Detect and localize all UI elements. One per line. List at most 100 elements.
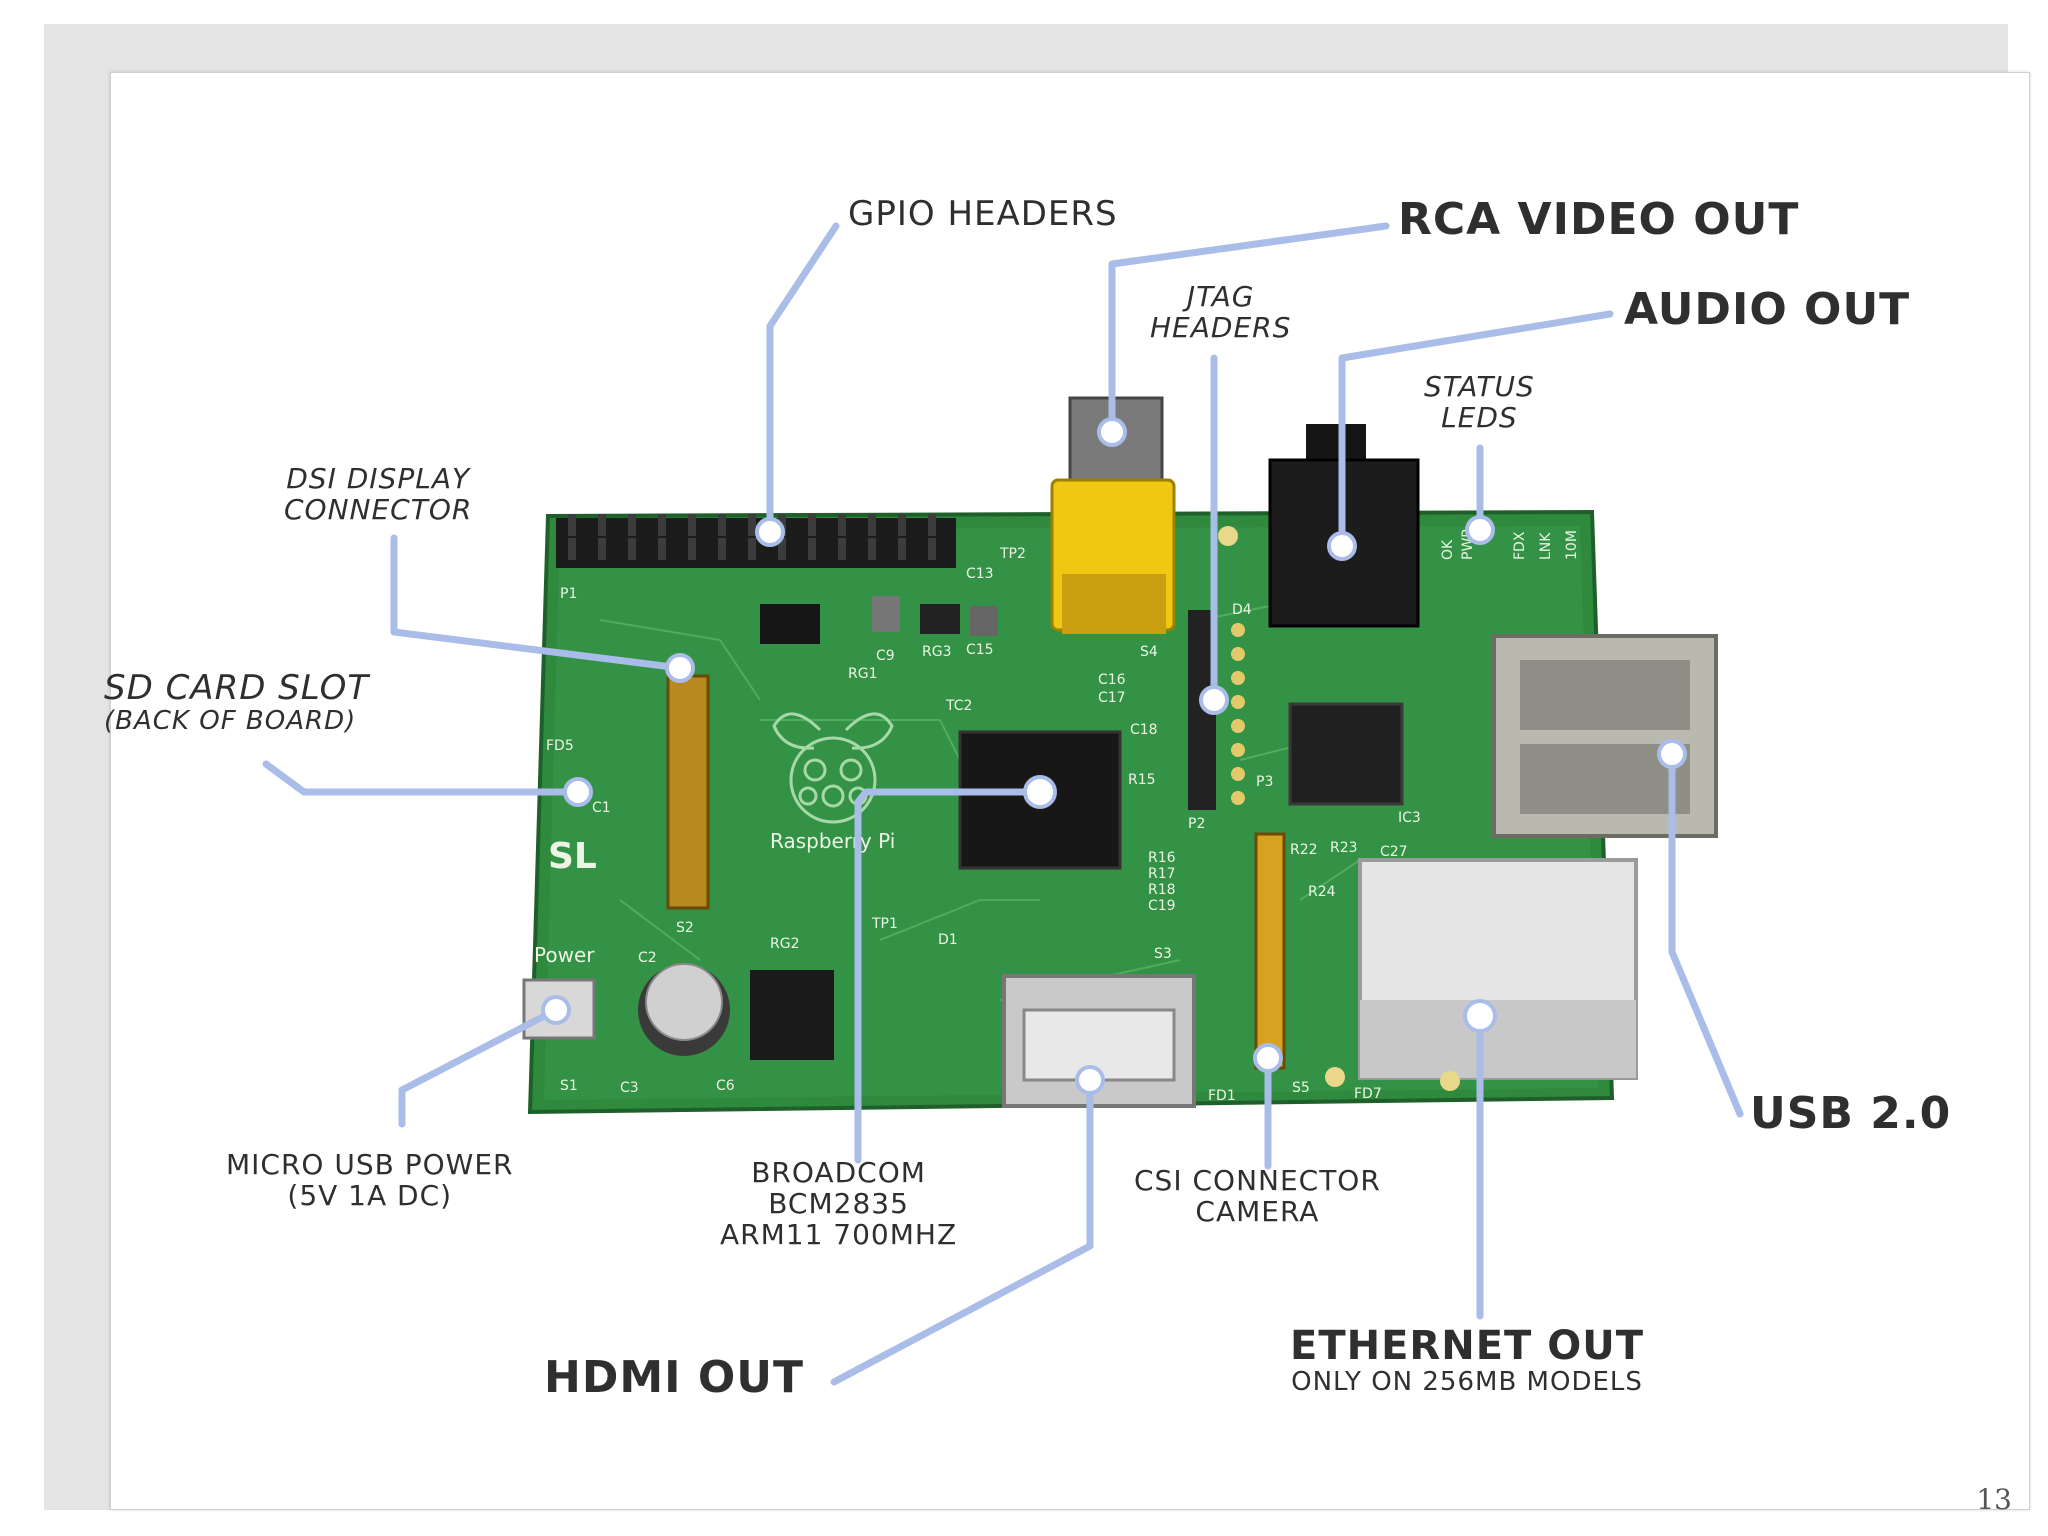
silk-r15: R15 <box>1128 772 1156 788</box>
gpio-pin <box>748 538 756 560</box>
rca-jack-base <box>1062 574 1166 634</box>
regulator-rg2 <box>750 970 834 1060</box>
silk-p1: P1 <box>560 586 577 602</box>
silk-sl-logo: SL <box>548 836 597 877</box>
gpio-pin <box>868 514 876 536</box>
gpio-pins <box>568 514 936 560</box>
status-anchor-dot <box>1465 515 1495 545</box>
gpio-pin <box>928 538 936 560</box>
silk-c6: C6 <box>716 1078 735 1094</box>
audio-anchor-dot <box>1327 531 1357 561</box>
gpio-pin <box>568 514 576 536</box>
silk-p3: P3 <box>1256 774 1273 790</box>
label-micro-usb-line2: (5V 1A DC) <box>287 1178 453 1212</box>
silk-r16: R16 <box>1148 850 1176 866</box>
silk-c13: C13 <box>966 566 994 582</box>
jtag-pad <box>1231 743 1245 757</box>
rca-anchor-dot <box>1097 417 1127 447</box>
label-micro-usb-power: MICRO USB POWER (5V 1A DC) <box>226 1148 514 1212</box>
usb-slot-top <box>1520 660 1690 730</box>
page-number: 13 <box>1976 1483 2012 1516</box>
gpio-header <box>556 514 956 568</box>
audio-leader-line <box>1338 310 1614 550</box>
label-sd-line1: SD CARD SLOT <box>104 668 370 708</box>
gpio-pin <box>838 538 846 560</box>
silk-rg1: RG1 <box>848 666 877 682</box>
silk-s4: S4 <box>1140 644 1158 660</box>
micro-usb-leader-line <box>398 1006 560 1128</box>
silk-p2: P2 <box>1188 816 1205 832</box>
anchor-dots <box>541 417 1687 1095</box>
component-rg3 <box>920 604 960 634</box>
silk-fd5: FD5 <box>546 738 574 754</box>
silk-fd1: FD1 <box>1208 1088 1236 1104</box>
silk-c9: C9 <box>876 648 895 664</box>
hdmi-anchor-dot <box>1075 1065 1105 1095</box>
gpio-pin <box>658 538 666 560</box>
jtag-pad <box>1231 671 1245 685</box>
silk-tc2: TC2 <box>945 698 972 714</box>
label-csi-line1: CSI CONNECTOR <box>1134 1164 1381 1197</box>
label-rca-video-out: RCA VIDEO OUT <box>1398 194 1800 245</box>
gpio-pin <box>748 514 756 536</box>
label-micro-usb-line1: MICRO USB POWER <box>226 1148 514 1181</box>
silk-s1: S1 <box>560 1078 578 1094</box>
silk-c27: C27 <box>1380 844 1408 860</box>
gpio-pin <box>628 538 636 560</box>
gpio-pin <box>808 538 816 560</box>
silk-r18: R18 <box>1148 882 1176 898</box>
ethernet-controller <box>1288 702 1404 806</box>
leader-lines <box>262 222 1744 1386</box>
label-status-leds: STATUS LEDS <box>1424 371 1535 434</box>
label-gpio-text: GPIO HEADERS <box>848 194 1118 234</box>
micro-usb-anchor-dot <box>541 995 571 1025</box>
sd-anchor-dot <box>563 777 593 807</box>
gpio-pin <box>808 514 816 536</box>
silk-led-fdx: FDX <box>1512 531 1528 560</box>
ethernet-base <box>1360 1000 1636 1078</box>
silk-c2: C2 <box>638 950 657 966</box>
label-rca-text: RCA VIDEO OUT <box>1398 194 1800 245</box>
dsi-connector <box>666 674 710 910</box>
hdmi-leader-line <box>830 1076 1094 1386</box>
label-audio-out: AUDIO OUT <box>1624 284 1911 335</box>
silk-rg2: RG2 <box>770 936 799 952</box>
board-components <box>522 396 1718 1108</box>
usb-anchor-dot <box>1657 739 1687 769</box>
label-audio-text: AUDIO OUT <box>1624 284 1911 335</box>
component-c15 <box>970 606 998 636</box>
label-ethernet-out: ETHERNET OUT ONLY ON 256MB MODELS <box>1290 1324 1644 1397</box>
label-broadcom-line2: BCM2835 <box>768 1186 909 1220</box>
label-jtag-line1: JTAG <box>1186 280 1255 313</box>
gpio-pin <box>718 538 726 560</box>
gpio-pin <box>898 514 906 536</box>
jtag-pad <box>1231 647 1245 661</box>
rca-leader-line <box>1108 222 1390 436</box>
csi-connector <box>1254 832 1286 1070</box>
silk-c16: C16 <box>1098 672 1126 688</box>
jtag-anchor-dot <box>1199 685 1229 715</box>
silk-c15: C15 <box>966 642 994 658</box>
label-csi-line2: CAMERA <box>1195 1194 1320 1228</box>
gpio-pin <box>898 538 906 560</box>
label-broadcom-line1: BROADCOM <box>751 1156 926 1189</box>
csi-anchor-dot <box>1253 1043 1283 1073</box>
silk-r17: R17 <box>1148 866 1176 882</box>
gpio-pin <box>598 538 606 560</box>
capacitor-top <box>645 963 723 1041</box>
silk-c1: C1 <box>592 800 611 816</box>
gpio-pin <box>778 538 786 560</box>
gpio-pin <box>598 514 606 536</box>
jtag-pad <box>1231 623 1245 637</box>
usb-leader-line <box>1668 750 1744 1118</box>
silk-led-ok: OK <box>1440 539 1456 560</box>
silk-led-10m: 10M <box>1564 530 1580 560</box>
silk-power: Power <box>534 943 595 967</box>
silkscreen: P1 TP2 C13 C9 RG3 C15 RG1 TC2 C16 C17 C1… <box>534 528 1580 1104</box>
label-dsi-display-connector: DSI DISPLAY CONNECTOR <box>284 463 472 526</box>
capacitor-c9 <box>872 596 900 632</box>
broadcom-leader-line <box>854 788 1044 1164</box>
jtag-pads <box>1231 623 1245 805</box>
silk-tp1: TP1 <box>871 916 898 932</box>
ethernet-anchor-dot <box>1463 999 1497 1033</box>
